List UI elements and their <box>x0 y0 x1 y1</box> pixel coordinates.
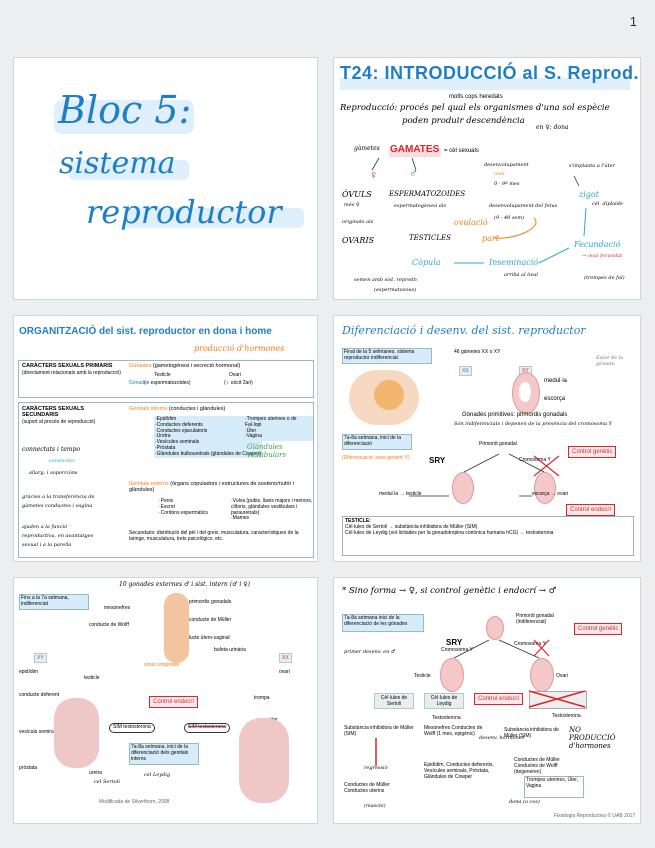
differentiation-arrows <box>334 316 641 562</box>
note: reproductiva, en avantatges <box>22 534 93 540</box>
slide-organization: ORGANITZACIÓ del sist. reproductor en do… <box>13 315 318 562</box>
label: Mesonefres Conductes de Wolff (1 mes, ep… <box>424 726 484 738</box>
slide-title-line3: reproductor <box>86 193 282 231</box>
label: Testosterona <box>552 714 581 720</box>
info-box: 7a-8a setmana, inici de la diferenciació… <box>129 743 199 765</box>
female-ducts-box: Trompes uterines, Úter, Vagina <box>524 776 584 798</box>
label: Epidídim, Conductes deferents, Vesícules… <box>424 763 494 780</box>
primary-characters-box: CARÀCTERS SEXUALS PRIMARIS (directament … <box>18 360 314 398</box>
label: sinus urogenital <box>144 663 179 669</box>
female-internal-list: ·Trompes uterines o de Fal·lopi ·Úter ·V… <box>244 416 313 441</box>
xx-label: XX <box>279 653 292 663</box>
box-title: CARÀCTERS SEXUALS SECUNDARIS <box>22 406 102 418</box>
embryo-ducts-illustration <box>164 593 189 663</box>
label: Conductes de Müller Conductes uterins <box>344 783 414 795</box>
note: dona (o cos) <box>509 800 540 806</box>
label: Genitals interns <box>129 406 167 412</box>
list-item: ·Vagina <box>245 434 312 440</box>
ovary-desc: (♀ oòcit 2ari) <box>224 381 253 387</box>
page-number: 1 <box>630 14 637 29</box>
male-anatomy-illustration <box>54 698 99 768</box>
label: ovari <box>279 670 290 676</box>
info-box: Fins a la 7a setmana, indiferenciat <box>19 594 89 610</box>
label: Testosterona <box>432 716 461 722</box>
label: trompa <box>254 696 270 702</box>
label: Gònades <box>129 363 151 369</box>
note: conductes <box>49 459 75 465</box>
note: cel Leydig <box>144 773 170 779</box>
female-anatomy-illustration <box>239 718 289 803</box>
note: (mascle) <box>364 804 386 810</box>
slide-title-line1: Bloc 5: <box>58 88 191 132</box>
note: allarg. i soporcións <box>29 471 78 477</box>
male-external-list: ·Penis ·Escrot ·Cordons espermàtics <box>159 499 208 516</box>
desc: (conductes i glàndules) <box>169 406 226 412</box>
label: conducte de Wolff <box>89 623 129 629</box>
label: bufeta urinària <box>214 648 246 654</box>
note: regressió <box>364 766 388 772</box>
desc: (gametogènesi i secreció hormonal) <box>153 363 240 369</box>
slide-heading: ORGANITZACIÓ del sist. reproductor en do… <box>19 326 272 337</box>
list-item: ·Glàndules bulbouretrals (glàndules de C… <box>155 452 261 458</box>
secondary-characters-box: CARÀCTERS SEXUALS SECUNDARIS (suport al … <box>18 402 314 558</box>
testosterone-label: testosterona <box>123 724 151 730</box>
label: mesonefres <box>104 606 130 612</box>
footer: Fisiologia Reproductiva © UAB 2017 <box>554 814 635 820</box>
slide-title: Bloc 5: sistema reproductor <box>13 57 318 300</box>
label: primordis gonadals <box>189 600 231 606</box>
box-desc: (directament relacionats amb la reproduc… <box>22 371 122 377</box>
slide-gonad-differentiation: * Sino forma → ♀, si control genètic i e… <box>333 577 641 824</box>
xy-label: XY <box>34 653 47 663</box>
note: Glàndules vestibulars <box>247 443 313 459</box>
list-item: ·Trompes uterines o de Fal·lopi <box>245 417 312 429</box>
label: testicle <box>84 676 100 682</box>
note: NO PRODUCCIÓ d'hormones <box>569 726 629 750</box>
sim-label: SIM <box>113 724 122 730</box>
slide-internal-genitals: 10 gonades externes ♂ i sist. intern (♂ … <box>13 577 318 824</box>
process-arrows <box>334 58 641 300</box>
footer: Modificada de Silverthorn, 2008 <box>99 800 169 806</box>
label: pròstata <box>19 766 37 772</box>
label: Gònades <box>129 381 149 387</box>
endocrine-control-tag: Control endocrí <box>149 696 198 708</box>
note: 10 gonades externes ♂ i sist. intern (♂ … <box>119 582 250 589</box>
note: sexual i a la parella <box>22 543 71 549</box>
note: gàmetes conductes i vagina <box>22 504 92 510</box>
label: conducte de Müller <box>189 618 231 624</box>
note: connectats i tempo <box>22 447 80 454</box>
label: uretra <box>89 771 102 777</box>
label: Conductes de Müller Conductes de Wolff (… <box>514 758 584 775</box>
box-desc: (suport al procés de reproducció) <box>22 420 112 426</box>
note: ajuden a la funció <box>22 525 67 531</box>
label: conducte deferent <box>19 693 59 699</box>
note: cel Sertoli <box>94 780 120 786</box>
slide-differentiation: Diferenciació i desenv. del sist. reprod… <box>333 315 641 562</box>
subtitle: producció d'hormones <box>194 344 284 353</box>
female-external-list: ·Vulva (pubis, llavis majors i menors, c… <box>231 499 313 522</box>
slide-introduction: T24: INTRODUCCIÓ al S. Reprod. molts cop… <box>333 57 641 300</box>
list-item: ·Cordons espermàtics <box>159 511 208 517</box>
note: gràcies a la transferència de <box>22 495 95 501</box>
label: vesícula seminal <box>19 730 56 736</box>
slide-title-line2: sistema <box>59 146 176 181</box>
sim-label: SIM <box>188 724 197 730</box>
list-item: ·Vulva (pubis, llavis majors i menors, c… <box>231 499 313 516</box>
ovary-label: Ovari <box>229 373 241 379</box>
label: epidídim <box>19 670 38 676</box>
secondary-traits: Secundaris: distribució del pèl i del gr… <box>129 531 311 543</box>
testosterone-label: testosterona <box>198 724 226 730</box>
testicle-desc: (♂ espermatozoides) <box>144 381 191 387</box>
testicle-label: Testicle <box>154 373 171 379</box>
list-item: ·Mames <box>231 516 313 522</box>
label: Substància inhibidora de Müller (SIM) <box>344 726 414 738</box>
box-title: CARÀCTERS SEXUALS PRIMARIS <box>22 363 112 369</box>
label: Substància inhibidora de Müller (SIM) <box>504 728 564 740</box>
